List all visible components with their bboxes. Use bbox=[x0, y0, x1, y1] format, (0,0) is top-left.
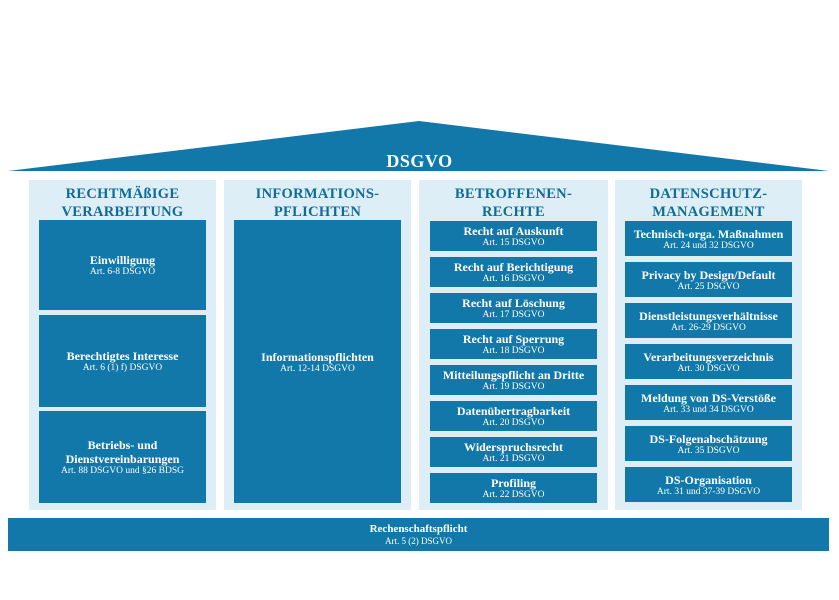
pillar-item-betriebsvereinbarungen: Betriebs- und Dienstvereinbarungen Art. … bbox=[39, 411, 206, 503]
roof-shape bbox=[8, 121, 829, 171]
pillar-item-widerspruchsrecht: Widerspruchsrecht Art. 21 DSGVO bbox=[430, 437, 597, 467]
pillar-item-berichtigung: Recht auf Berichtigung Art. 16 DSGVO bbox=[430, 257, 597, 287]
column-datenschutz-management: DATENSCHUTZ- MANAGEMENT Technisch-orga. … bbox=[615, 180, 802, 510]
column-informationspflichten: INFORMATIONS- PFLICHTEN Informationspfli… bbox=[224, 180, 411, 510]
pillar-item-tom: Technisch-orga. Maßnahmen Art. 24 und 32… bbox=[625, 221, 792, 256]
pillar-item-datenuebertragbarkeit: Datenübertragbarkeit Art. 20 DSGVO bbox=[430, 401, 597, 431]
pillar-item-verarbeitungsverzeichnis: Verarbeitungsverzeichnis Art. 30 DSGVO bbox=[625, 344, 792, 379]
pillar-item-informationspflichten: Informationspflichten Art. 12-14 DSGVO bbox=[234, 220, 401, 503]
column-title: DATENSCHUTZ- MANAGEMENT bbox=[649, 186, 768, 220]
pillar-item-sperrung: Recht auf Sperrung Art. 18 DSGVO bbox=[430, 329, 597, 359]
pillar-item-meldung-ds-verstoesse: Meldung von DS-Verstöße Art. 33 und 34 D… bbox=[625, 385, 792, 420]
pillar-item-auskunft: Recht auf Auskunft Art. 15 DSGVO bbox=[430, 221, 597, 251]
roof-title: DSGVO bbox=[386, 151, 453, 171]
pillar-item-loeschung: Recht auf Löschung Art. 17 DSGVO bbox=[430, 293, 597, 323]
pillar-item-dienstleistungsverhaeltnisse: Dienstleistungsverhältnisse Art. 26-29 D… bbox=[625, 303, 792, 338]
column-title: RECHTMÄßIGE VERARBEITUNG bbox=[61, 186, 184, 220]
pillar-item-ds-organisation: DS-Organisation Art. 31 und 37-39 DSGVO bbox=[625, 467, 792, 502]
column-rechtmaessige-verarbeitung: RECHTMÄßIGE VERARBEITUNG Einwilligung Ar… bbox=[29, 180, 216, 510]
pillar-item-einwilligung: Einwilligung Art. 6-8 DSGVO bbox=[39, 220, 206, 310]
column-betroffenenrechte: BETROFFENEN- RECHTE Recht auf Auskunft A… bbox=[419, 180, 608, 510]
column-title: BETROFFENEN- RECHTE bbox=[454, 186, 573, 220]
foundation-rechenschaftspflicht: Rechenschaftspflicht Art. 5 (2) DSGVO bbox=[8, 518, 829, 551]
pillar-item-ds-folgenabschaetzung: DS-Folgenabschätzung Art. 35 DSGVO bbox=[625, 426, 792, 461]
pillar-item-berechtigtes-interesse: Berechtigtes Interesse Art. 6 (1) f) DSG… bbox=[39, 315, 206, 407]
pillar-item-privacy-by-design: Privacy by Design/Default Art. 25 DSGVO bbox=[625, 262, 792, 297]
column-title: INFORMATIONS- PFLICHTEN bbox=[255, 186, 380, 220]
pillar-item-profiling: Profiling Art. 22 DSGVO bbox=[430, 473, 597, 503]
pillar-item-mitteilungspflicht: Mitteilungspflicht an Dritte Art. 19 DSG… bbox=[430, 365, 597, 395]
